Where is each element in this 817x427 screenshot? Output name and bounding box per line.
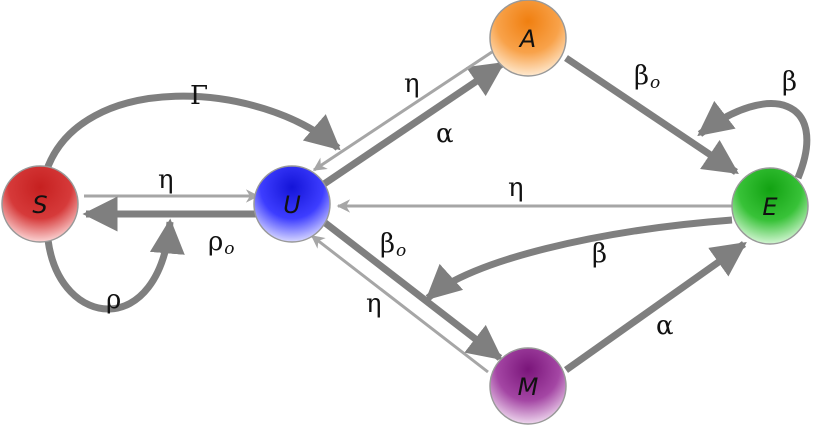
edge-m-e-alpha — [563, 241, 747, 373]
node-s: S — [1, 165, 79, 243]
label-e-u-eta: η — [508, 173, 524, 203]
svg-text:E: E — [762, 193, 778, 221]
label-m-u-eta: η — [366, 289, 382, 319]
label-e-m-beta: β — [592, 239, 607, 269]
label-e-self-beta: β — [782, 67, 797, 97]
edge-a-e-beta0 — [564, 55, 739, 175]
edge-a-u-eta — [312, 50, 493, 172]
label-u-a-alpha: α — [436, 119, 454, 149]
svg-text:M: M — [518, 373, 539, 401]
svg-text:S: S — [32, 191, 47, 219]
label-s-self-rho: ρ — [106, 285, 121, 315]
edge-s-self-rho — [44, 218, 185, 313]
node-e: E — [731, 167, 809, 245]
node-m: M — [489, 347, 567, 425]
edge-u-m-beta0 — [321, 219, 503, 361]
label-m-e-alpha: α — [656, 311, 674, 341]
label-a-e-beta0: βo — [634, 61, 660, 93]
edge-e-m-beta — [425, 216, 733, 301]
label-s-u-eta: η — [158, 165, 174, 195]
node-a: A — [489, 0, 567, 77]
svg-text:A: A — [518, 25, 536, 53]
edge-s-u-gamma — [42, 92, 341, 174]
edge-u-a-alpha — [322, 61, 505, 187]
node-u: U — [253, 165, 331, 243]
svg-text:U: U — [283, 191, 301, 219]
label-s-u-gamma: Γ — [190, 81, 208, 111]
edge-m-u-eta — [310, 234, 489, 374]
edge-e-self-beta — [697, 100, 811, 180]
label-a-u-eta: η — [404, 69, 420, 99]
label-u-m-beta0: βo — [380, 229, 406, 261]
label-u-s-rho0: ρo — [208, 227, 235, 259]
